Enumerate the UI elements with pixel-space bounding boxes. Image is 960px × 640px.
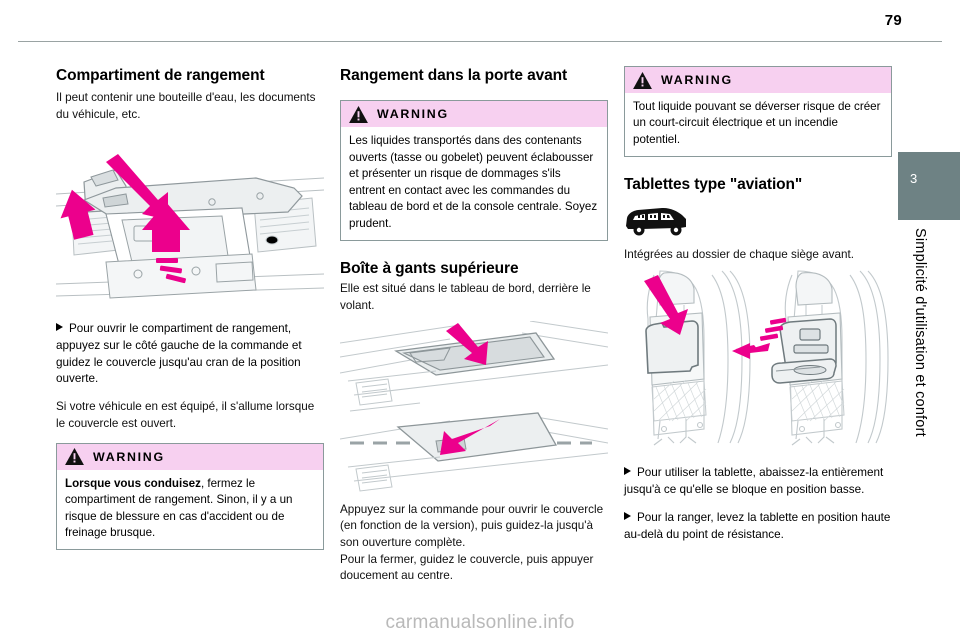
- warning-text-shortcircuit: Tout liquide pouvant se déverser risque …: [633, 100, 881, 146]
- warning-header: WARNING: [625, 67, 891, 93]
- glovebox-close-instruction: Pour la fermer, guidez le couvercle, pui…: [340, 552, 594, 583]
- column-3: WARNING Tout liquide pouvant se déverser…: [624, 66, 894, 555]
- page-number: 79: [884, 12, 902, 29]
- warning-triangle-icon: [349, 105, 368, 123]
- chapter-title: Simplicité d'utilisation et confort: [912, 228, 928, 437]
- bullet-triangle-icon: [624, 511, 631, 520]
- warning-text-rest: , fermez le compartiment de rangement. S…: [65, 476, 293, 539]
- warning-triangle-icon: [633, 71, 652, 89]
- section-heading-storage-compartment: Compartiment de rangement: [56, 67, 265, 84]
- header-divider: [18, 41, 942, 42]
- warning-header: WARNING: [341, 101, 607, 128]
- section-heading-front-door-storage: Rangement dans la porte avant: [340, 67, 568, 84]
- warning-box-liquids: WARNING Les liquides transportés dans de…: [340, 100, 608, 242]
- tray-stow-instruction-text: Pour la ranger, levez la tablette en pos…: [624, 510, 891, 541]
- storage-compartment-intro: Il peut contenir une bouteille d'eau, le…: [56, 91, 316, 121]
- upper-glovebox-intro: Elle est situé dans le tableau de bord, …: [340, 282, 591, 313]
- bullet-triangle-icon: [624, 467, 631, 476]
- warning-box-driving: WARNING Lorsque vous conduisez, fermez l…: [56, 442, 324, 551]
- chapter-tab-number: 3: [910, 171, 918, 186]
- warning-text-driving: Lorsque vous conduisez, fermez le compar…: [57, 470, 323, 550]
- column-1: Compartiment de rangement Il peut conten…: [56, 66, 326, 551]
- figure-aviation-trays: [644, 270, 889, 446]
- figure-upper-glovebox: [340, 320, 608, 492]
- tray-use-instruction-text: Pour utiliser la tablette, abaissez-la e…: [624, 466, 884, 496]
- aviation-trays-intro: Intégrées au dossier de chaque siège ava…: [624, 247, 855, 261]
- figure-storage-compartment: [56, 153, 324, 299]
- tray-stow-instruction: Pour la ranger, levez la tablette en pos…: [624, 510, 894, 543]
- warning-header: WARNING: [57, 443, 323, 470]
- warning-triangle-icon: [65, 448, 84, 466]
- van-silhouette-icon: [626, 207, 686, 236]
- column-2: Rangement dans la porte avant WARNING Le…: [340, 66, 610, 585]
- section-heading-upper-glovebox: Boîte à gants supérieure: [340, 260, 519, 278]
- tray-use-instruction: Pour utiliser la tablette, abaissez-la e…: [624, 465, 894, 498]
- site-watermark: carmanualsonline.info: [385, 612, 575, 633]
- warning-label: WARNING: [377, 107, 449, 122]
- glovebox-open-instruction: Appuyez sur la commande pour ouvrir le c…: [340, 502, 604, 549]
- storage-open-instruction: Pour ouvrir le compartiment de rangement…: [56, 321, 326, 387]
- warning-label: WARNING: [93, 449, 165, 464]
- warning-box-shortcircuit: WARNING Tout liquide pouvant se déverser…: [624, 66, 892, 158]
- section-heading-aviation-trays: Tablettes type "aviation": [624, 176, 803, 194]
- bullet-triangle-icon: [56, 323, 63, 332]
- warning-text-bold: Lorsque vous conduisez: [65, 476, 201, 490]
- storage-light-note: Si votre véhicule en est équipé, il s'al…: [56, 400, 315, 431]
- page-header: 79: [0, 0, 960, 42]
- warning-label: WARNING: [661, 73, 733, 87]
- warning-text-liquids: Les liquides transportés dans des conten…: [349, 134, 598, 230]
- storage-open-instruction-text: Pour ouvrir le compartiment de rangement…: [56, 322, 302, 386]
- chapter-tab: 3: [898, 152, 960, 220]
